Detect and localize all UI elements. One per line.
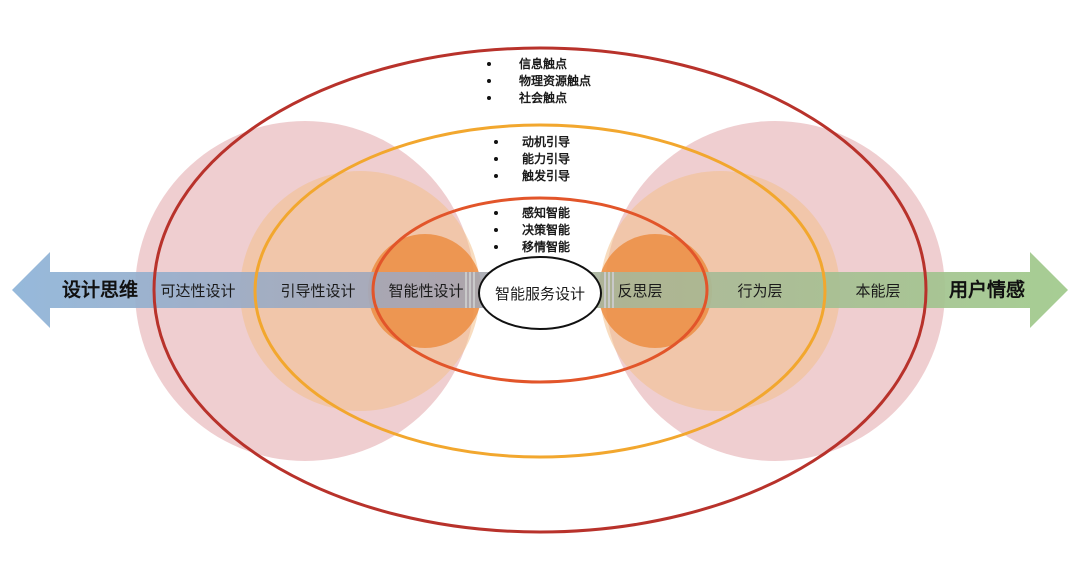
center-ellipse (478, 256, 602, 330)
level-label-intelligence: 智能性设计 (388, 282, 463, 300)
bullet-ability: 能力引导 (522, 151, 570, 166)
outer-bullet-list: 信息触点 物理资源触点 社会触点 (487, 56, 591, 105)
bullet-motivation: 动机引导 (522, 134, 570, 149)
middle-ellipse (253, 123, 827, 459)
inner-bullet-list: 感知智能 决策智能 移情智能 (494, 205, 570, 254)
left-divider-ticks (465, 272, 475, 308)
bullet-physical-touchpoint: 物理资源触点 (519, 73, 591, 88)
bullet-empathy: 移情智能 (522, 239, 570, 254)
level-label-reflective: 反思层 (617, 282, 662, 300)
level-label-guidance: 引导性设计 (280, 282, 355, 300)
left-arrow-label: 设计思维 (62, 278, 138, 301)
bullet-trigger: 触发引导 (522, 168, 570, 183)
bullet-decision: 决策智能 (522, 222, 570, 237)
middle-bullet-list: 动机引导 能力引导 触发引导 (494, 134, 570, 183)
level-label-accessibility: 可达性设计 (160, 282, 235, 300)
level-label-behavioral: 行为层 (737, 282, 782, 300)
right-divider-ticks (604, 272, 614, 308)
right-arrow-label: 用户情感 (949, 278, 1025, 301)
bullet-perception: 感知智能 (522, 205, 570, 220)
level-label-visceral: 本能层 (855, 282, 900, 300)
center-label: 智能服务设计 (495, 285, 585, 303)
bullet-social-touchpoint: 社会触点 (518, 90, 567, 105)
outer-ellipse (152, 46, 928, 534)
inner-ellipse (371, 196, 709, 384)
bullet-info-touchpoint: 信息触点 (519, 56, 567, 71)
